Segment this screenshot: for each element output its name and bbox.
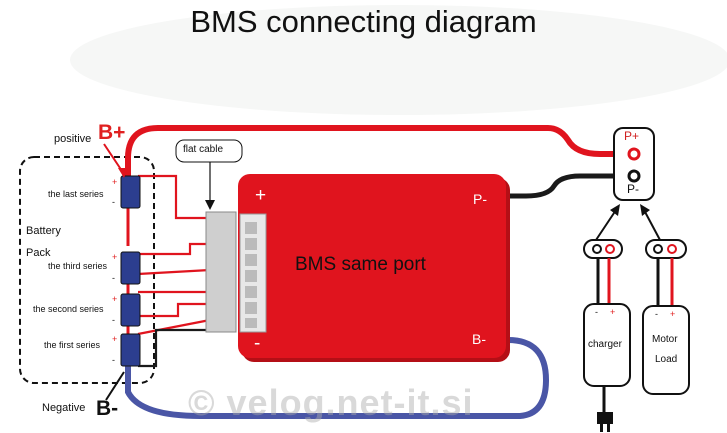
cell-plus-sign: + <box>112 252 118 262</box>
bms-b-minus-label: B- <box>472 331 486 347</box>
bms-board <box>238 174 506 358</box>
cell-plus-sign: + <box>112 294 118 304</box>
series-label-first: the first series <box>44 340 101 350</box>
cell-first-series <box>120 333 141 367</box>
charger-minus-sign: - <box>595 307 598 317</box>
connector-pin <box>245 270 257 282</box>
load-minus-sign: - <box>655 309 658 319</box>
flat-cable-arrow-head <box>205 200 215 210</box>
sense-wire-bottom <box>138 328 210 368</box>
sense-wire-5 <box>138 302 210 318</box>
sense-wire-3 <box>137 268 211 276</box>
motor-load-box <box>642 305 690 395</box>
load-arrow-head <box>640 204 650 216</box>
load-label: Load <box>655 354 678 365</box>
p-minus-terminal <box>627 169 641 183</box>
connector-pin <box>245 222 257 234</box>
load-plug <box>645 239 687 259</box>
sense-wire-6 <box>137 318 211 336</box>
bms-minus-sign: - <box>254 333 261 354</box>
positive-label: positive <box>54 133 92 145</box>
load-arrow <box>643 209 661 241</box>
charger-arrow-head <box>610 204 620 216</box>
p-plus-terminal <box>627 147 641 161</box>
output-port-box <box>613 127 655 201</box>
charger-plug <box>583 239 623 259</box>
charger-label: charger <box>588 339 622 350</box>
cell-minus-sign: - <box>112 197 115 207</box>
pack-label: Pack <box>26 247 51 259</box>
motor-label: Motor <box>652 334 678 345</box>
cell-plus-sign: + <box>112 334 118 344</box>
positive-main-wire <box>125 125 636 182</box>
flat-cable-callout <box>175 139 243 163</box>
flat-cable-label: flat cable <box>183 144 224 155</box>
load-plus-sign: + <box>670 309 676 319</box>
sense-wire-2 <box>138 242 210 256</box>
bms-label: BMS same port <box>295 254 426 275</box>
cell-minus-sign: - <box>112 315 115 325</box>
bms-plus-sign: + <box>255 185 267 206</box>
cell-third-series <box>120 251 141 285</box>
load-plug-plus <box>667 244 677 254</box>
charger-plug-plus <box>605 244 615 254</box>
b-minus-pointer <box>105 371 125 401</box>
flat-cable-connector <box>205 211 237 333</box>
charger-box <box>583 303 631 387</box>
p-minus-wire <box>508 173 634 199</box>
bms-p-minus-label: P- <box>473 191 487 207</box>
connector-pin <box>245 238 257 250</box>
charger-plug-minus <box>592 244 602 254</box>
connector-pin <box>245 254 257 266</box>
background-blob <box>70 5 727 115</box>
series-label-second: the second series <box>33 304 104 314</box>
mains-pin <box>600 424 603 432</box>
cell-plus-sign: + <box>112 177 118 187</box>
cell-minus-sign: - <box>112 273 115 283</box>
battery-pack-frame <box>19 156 155 384</box>
connector-pin <box>245 302 257 314</box>
connector-pin <box>245 286 257 298</box>
charger-mains-plug <box>597 412 613 424</box>
b-plus-arrow-head <box>118 168 128 178</box>
battery-label: Battery <box>26 225 61 237</box>
output-p-minus-label: P- <box>627 182 639 196</box>
series-label-last: the last series <box>48 189 104 199</box>
b-minus-label: B- <box>96 397 119 420</box>
watermark: © velog.net-it.si <box>188 382 474 423</box>
connector-pin <box>245 318 257 328</box>
negative-label: Negative <box>42 402 86 414</box>
charger-arrow <box>595 209 617 241</box>
b-plus-label: B+ <box>98 121 126 144</box>
cell-last-series <box>120 175 141 209</box>
cell-minus-sign: - <box>112 355 115 365</box>
mains-pin <box>607 424 610 432</box>
sense-wire-1 <box>138 174 210 220</box>
load-plug-minus <box>653 244 663 254</box>
b-minus-wire <box>125 337 550 419</box>
output-p-plus-label: P+ <box>624 129 640 143</box>
charger-plus-sign: + <box>610 307 616 317</box>
diagram-title: BMS connecting diagram <box>190 4 537 39</box>
series-label-third: the third series <box>48 261 108 271</box>
cell-second-series <box>120 293 141 327</box>
